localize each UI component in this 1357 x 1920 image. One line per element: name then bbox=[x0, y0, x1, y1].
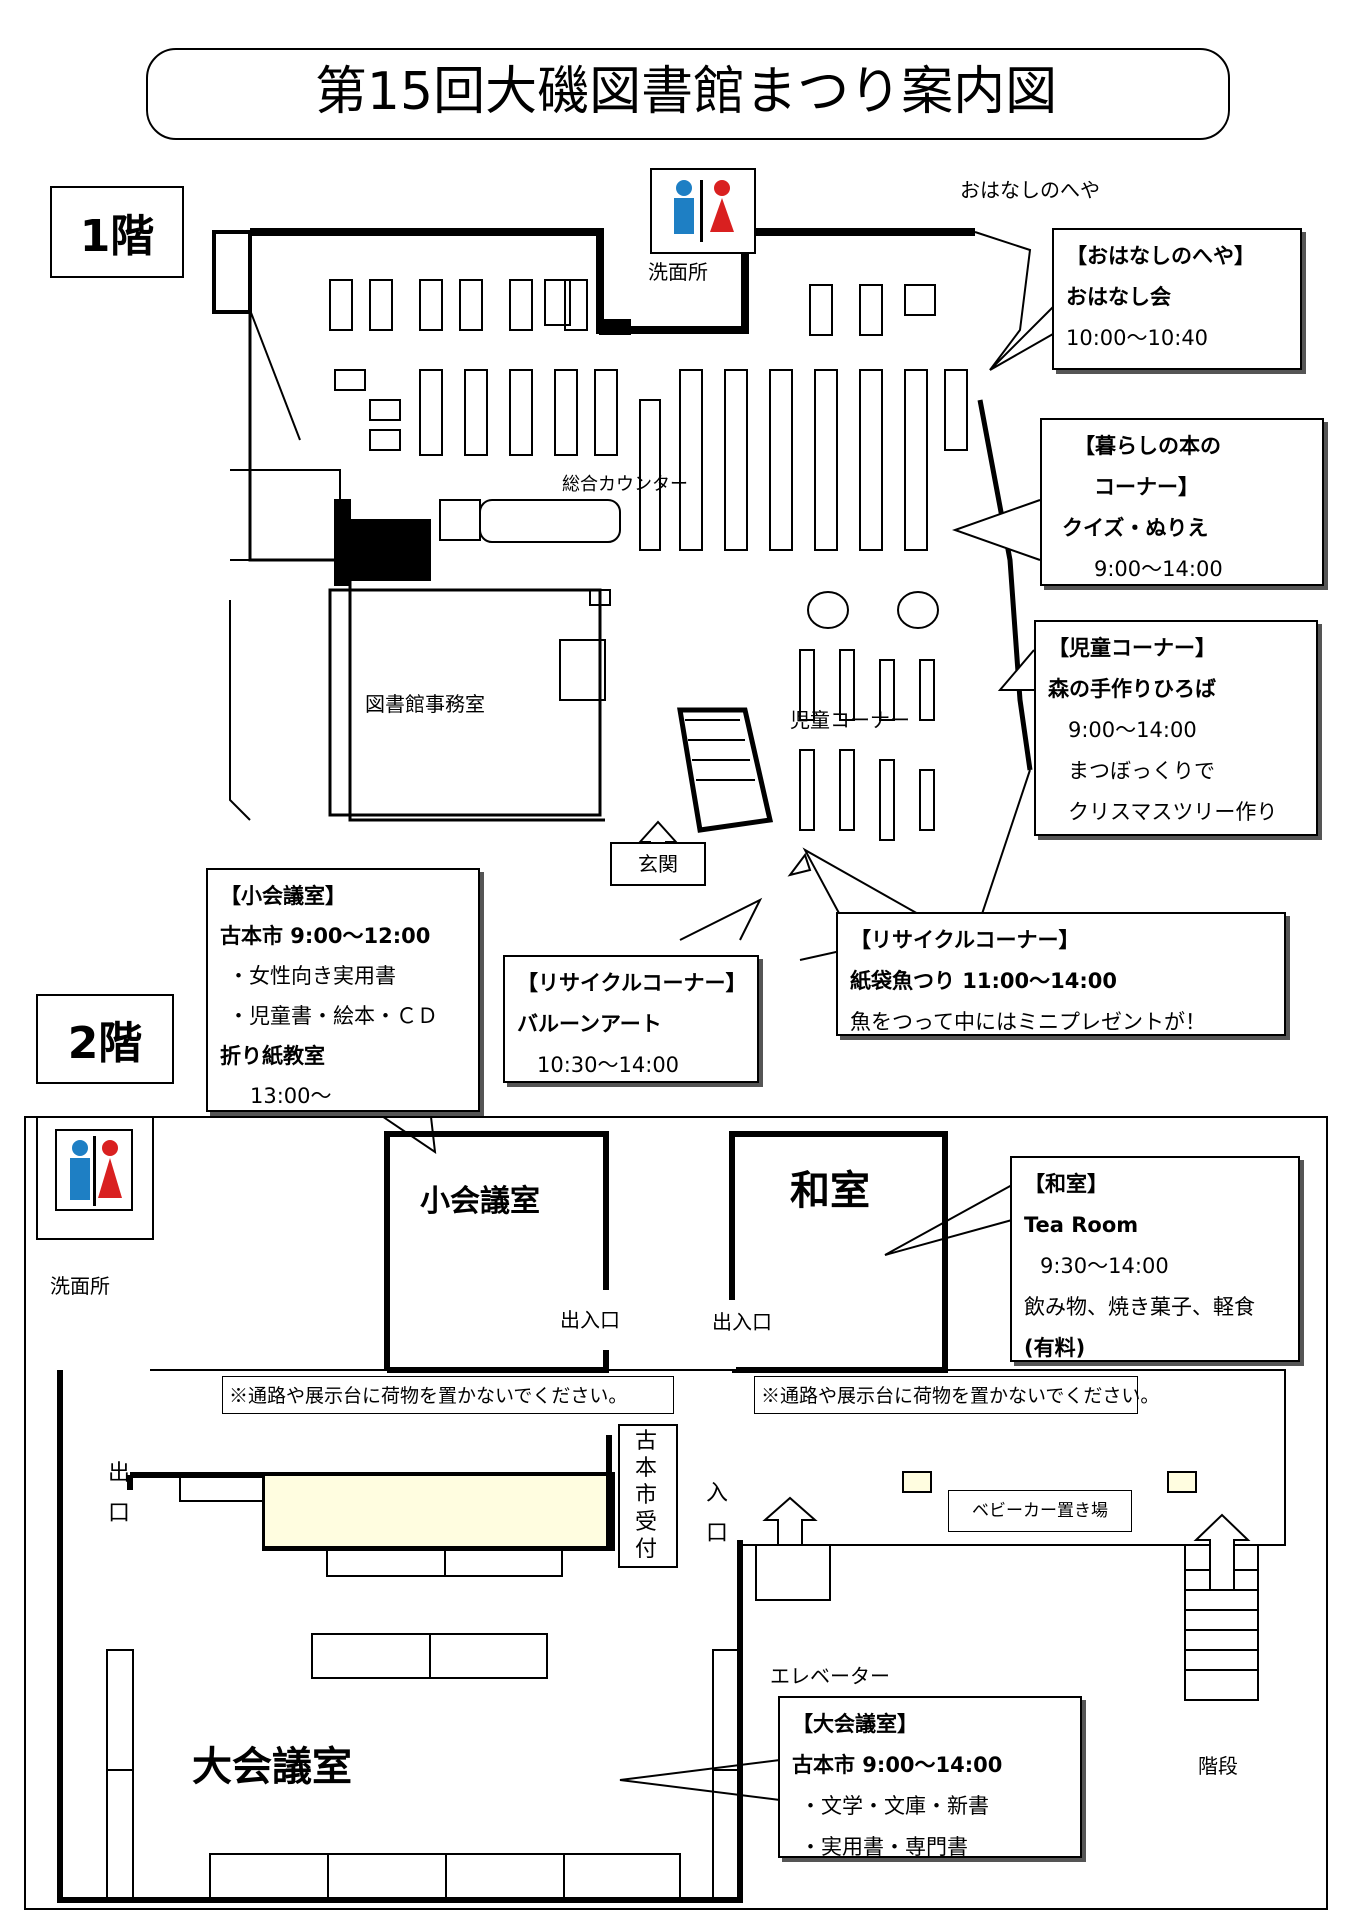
enter-char-2: 口 bbox=[705, 1521, 728, 1546]
callout-kids-line2: 9:00～14:00 bbox=[1068, 718, 1197, 742]
callout-recycle1-title: 【リサイクルコーナー】 bbox=[517, 971, 747, 995]
callout-washitsu-title: 【和室】 bbox=[1024, 1172, 1108, 1196]
callout-recycle1-line1: バルーンアート bbox=[517, 1012, 662, 1036]
callout-large-room-title: 【大会議室】 bbox=[792, 1712, 918, 1736]
large-room-label: 大会議室 bbox=[192, 1744, 352, 1790]
callout-living: 【暮らしの本の コーナー】 クイズ・ぬりえ 9:00～14:00 bbox=[1040, 418, 1324, 586]
callout-small-room-line2: ・女性向き実用書 bbox=[228, 964, 396, 988]
enter-label: 入 口 bbox=[704, 1474, 730, 1554]
callout-large-room-line3: ・実用書・専門書 bbox=[800, 1835, 968, 1859]
callout-recycle1: 【リサイクルコーナー】 バルーンアート 10:30～14:00 bbox=[503, 955, 759, 1083]
storyroom-label: おはなしのへや bbox=[960, 178, 1100, 202]
floor2-restroom-icon bbox=[36, 1116, 154, 1240]
callout-recycle1-line2: 10:30～14:00 bbox=[537, 1053, 680, 1077]
counter-label: 総合カウンター bbox=[562, 474, 688, 495]
callout-living-line1: クイズ・ぬりえ bbox=[1062, 516, 1209, 540]
callout-large-room: 【大会議室】 古本市 9:00～14:00 ・文学・文庫・新書 ・実用書・専門書 bbox=[778, 1696, 1082, 1859]
callout-small-room-line1: 古本市 9:00～12:00 bbox=[220, 924, 431, 948]
callout-recycle2-line2: 魚をつって中にはミニプレゼントが！ bbox=[850, 1010, 1206, 1034]
reception-box bbox=[618, 1424, 678, 1568]
callout-small-room-line4: 折り紙教室 bbox=[220, 1044, 325, 1068]
floor1-restroom-label: 洗面所 bbox=[648, 260, 708, 284]
callout-storyroom-title: 【おはなしのへや】 bbox=[1066, 244, 1255, 268]
reception-char-2: 本 bbox=[634, 1456, 657, 1481]
callout-kids-line3: まつぼっくりで bbox=[1068, 759, 1215, 783]
door-label-2: 出入口 bbox=[712, 1310, 772, 1334]
callout-small-room-line5: 13:00～ bbox=[250, 1084, 332, 1108]
callout-storyroom: 【おはなしのへや】 おはなし会 10:00～10:40 bbox=[1052, 228, 1302, 370]
callout-kids: 【児童コーナー】 森の手作りひろば 9:00～14:00 まつぼっくりで クリス… bbox=[1034, 620, 1318, 836]
callout-small-room: 【小会議室】 古本市 9:00～12:00 ・女性向き実用書 ・児童書・絵本・Ｃ… bbox=[206, 868, 480, 1112]
restroom-icon bbox=[650, 168, 756, 254]
callout-washitsu-line1: Tea Room bbox=[1024, 1213, 1139, 1237]
reception-label: 古 本 市 受 付 bbox=[620, 1428, 672, 1563]
callout-washitsu-line3: 飲み物、焼き菓子、軽食 bbox=[1024, 1295, 1255, 1319]
callout-small-room-title: 【小会議室】 bbox=[220, 884, 346, 908]
notice-left: ※通路や展示台に荷物を置かないでください。 bbox=[222, 1376, 674, 1414]
callout-storyroom-line2: 10:00～10:40 bbox=[1066, 326, 1209, 350]
reception-char-5: 付 bbox=[634, 1537, 657, 1562]
callout-washitsu: 【和室】 Tea Room 9:30～14:00 飲み物、焼き菓子、軽食 (有料… bbox=[1010, 1156, 1300, 1362]
callout-washitsu-line4: (有料) bbox=[1024, 1336, 1086, 1360]
callout-washitsu-line2: 9:30～14:00 bbox=[1040, 1254, 1169, 1278]
exit-label: 出 口 bbox=[106, 1454, 132, 1534]
entrance-label: 玄関 bbox=[610, 842, 706, 886]
elevator-label: エレベーター bbox=[770, 1664, 890, 1688]
washitsu-label: 和室 bbox=[790, 1168, 870, 1214]
callout-living-line2: 9:00～14:00 bbox=[1094, 557, 1223, 581]
title-banner bbox=[146, 48, 1230, 140]
floor2-restroom-label: 洗面所 bbox=[50, 1274, 110, 1298]
floor2-frame bbox=[24, 1116, 1328, 1910]
callout-kids-line1: 森の手作りひろば bbox=[1048, 677, 1216, 701]
enter-char-1: 入 bbox=[705, 1481, 728, 1506]
callout-large-room-line2: ・文学・文庫・新書 bbox=[800, 1794, 989, 1818]
notice-right: ※通路や展示台に荷物を置かないでください。 bbox=[754, 1376, 1159, 1414]
exit-char-2: 口 bbox=[107, 1501, 130, 1526]
stroller-parking: ベビーカー置き場 bbox=[948, 1490, 1132, 1532]
callout-recycle2-title: 【リサイクルコーナー】 bbox=[850, 928, 1080, 952]
reception-char-1: 古 bbox=[634, 1429, 657, 1454]
callout-recycle2: 【リサイクルコーナー】 紙袋魚つり 11:00～14:00 魚をつって中にはミニ… bbox=[836, 912, 1286, 1036]
reception-char-3: 市 bbox=[634, 1483, 657, 1508]
exit-char-1: 出 bbox=[107, 1461, 130, 1486]
callout-recycle2-line1: 紙袋魚つり 11:00～14:00 bbox=[850, 969, 1118, 993]
callout-kids-title: 【児童コーナー】 bbox=[1048, 636, 1216, 660]
door-label-1: 出入口 bbox=[560, 1308, 620, 1332]
kids-corner-label: 児童コーナー bbox=[790, 708, 910, 732]
callout-large-room-line1: 古本市 9:00～14:00 bbox=[792, 1753, 1003, 1777]
page-title: 第15回大磯図書館まつり案内図 bbox=[314, 62, 1058, 122]
callout-small-room-line3: ・児童書・絵本・ＣＤ bbox=[228, 1004, 438, 1028]
stairs-label: 階段 bbox=[1198, 1754, 1238, 1778]
callout-kids-line4: クリスマスツリー作り bbox=[1068, 800, 1278, 824]
reception-char-4: 受 bbox=[634, 1510, 657, 1535]
small-room-label: 小会議室 bbox=[420, 1184, 540, 1219]
callout-living-title1: 【暮らしの本の bbox=[1074, 434, 1221, 458]
office-label: 図書館事務室 bbox=[365, 692, 485, 716]
callout-storyroom-line1: おはなし会 bbox=[1066, 285, 1171, 309]
callout-living-title2: コーナー】 bbox=[1094, 475, 1199, 499]
floor1-label: 1階 bbox=[50, 186, 184, 278]
floor2-label: 2階 bbox=[36, 994, 174, 1084]
